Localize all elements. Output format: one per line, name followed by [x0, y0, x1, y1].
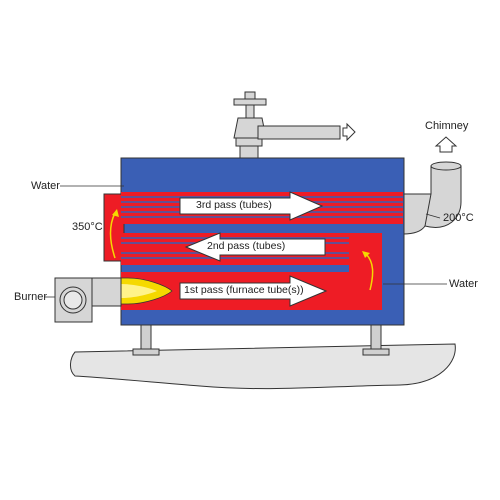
first-pass-arrow — [179, 275, 328, 307]
support-legs — [132, 323, 390, 356]
second-pass-arrow — [184, 232, 326, 262]
water-right-label: Water — [449, 278, 478, 290]
flame-inner — [121, 284, 157, 298]
chimney-label: Chimney — [425, 120, 469, 132]
left-reversal-chamber — [103, 193, 125, 262]
ground — [70, 343, 456, 390]
right-curve-arrowhead-icon — [362, 251, 370, 258]
pass3-label: 3rd pass (tubes) — [196, 199, 272, 211]
left-curve-arrowhead-icon — [112, 209, 119, 217]
chimney — [402, 161, 462, 235]
steam-outlet-arrow-icon — [342, 122, 356, 142]
water-left-label: Water — [31, 180, 60, 192]
temp-right-label: 200°C — [443, 212, 474, 224]
chimney-up-arrow-icon — [434, 136, 458, 153]
steam-valve — [233, 91, 341, 159]
burner — [54, 277, 122, 323]
reversal-arrows — [109, 212, 374, 291]
temp-left-label: 350°C — [72, 221, 103, 233]
third-pass-arrow — [179, 191, 324, 221]
burner-label: Burner — [14, 291, 48, 303]
leader-lines — [44, 185, 447, 298]
pass1-label: 1st pass (furnace tube(s)) — [184, 284, 304, 296]
pass2-label: 2nd pass (tubes) — [207, 240, 286, 252]
